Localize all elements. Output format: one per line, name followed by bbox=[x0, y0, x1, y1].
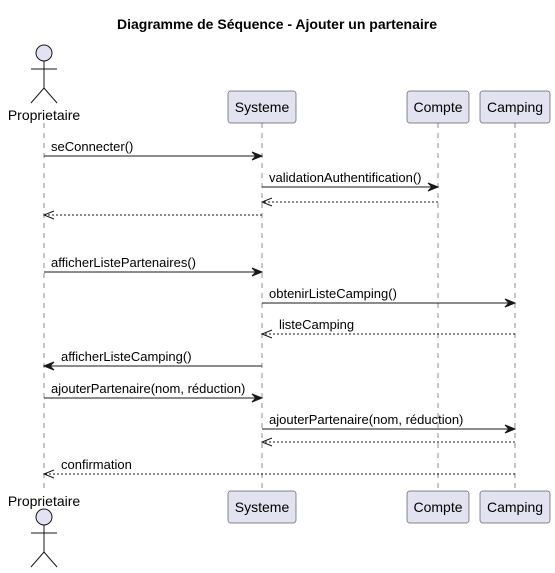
message-9: ajouterPartenaire(nom, réduction) bbox=[44, 381, 264, 403]
message-10: ajouterPartenaire(nom, réduction) bbox=[262, 412, 517, 434]
arrowhead-icon bbox=[251, 393, 264, 403]
message-7: listeCamping bbox=[260, 317, 515, 339]
actor-top-icon bbox=[30, 44, 58, 104]
participant-label: Compte bbox=[413, 499, 462, 515]
arrowhead-icon bbox=[42, 361, 55, 371]
message-2: validationAuthentification() bbox=[262, 170, 440, 192]
actor-bottom-icon bbox=[30, 508, 58, 568]
message-5: afficherListePartenaires() bbox=[44, 255, 264, 277]
open-arrowhead-icon bbox=[260, 437, 273, 447]
message-label: confirmation bbox=[61, 457, 132, 472]
participant-bottom-systeme: Systeme bbox=[227, 490, 297, 524]
open-arrowhead-icon bbox=[42, 469, 55, 479]
message-12: confirmation bbox=[42, 457, 515, 479]
message-3 bbox=[260, 197, 438, 207]
message-label: ajouterPartenaire(nom, réduction) bbox=[51, 381, 245, 396]
participant-label: Camping bbox=[487, 99, 543, 115]
message-label: validationAuthentification() bbox=[269, 170, 421, 185]
messages: seConnecter() validationAuthentification(… bbox=[42, 139, 517, 479]
participant-top-camping: Camping bbox=[479, 90, 551, 124]
participant-label: Proprietaire bbox=[8, 493, 81, 509]
participant-top-compte: Compte bbox=[406, 90, 470, 124]
participant-top-systeme: Systeme bbox=[227, 90, 297, 124]
open-arrowhead-icon bbox=[260, 329, 273, 339]
participant-bottom-compte: Compte bbox=[406, 490, 470, 524]
arrowhead-icon bbox=[251, 151, 264, 161]
arrowhead-icon bbox=[504, 424, 517, 434]
message-8: afficherListeCamping() bbox=[42, 349, 262, 371]
message-label: seConnecter() bbox=[51, 139, 133, 154]
arrowhead-icon bbox=[427, 182, 440, 192]
participant-label: Proprietaire bbox=[8, 107, 81, 123]
diagram-title: Diagramme de Séquence - Ajouter un parte… bbox=[117, 16, 437, 32]
message-11 bbox=[260, 437, 515, 447]
arrowhead-icon bbox=[504, 298, 517, 308]
message-1: seConnecter() bbox=[44, 139, 264, 161]
participants-top: Proprietaire Systeme Compte Camping bbox=[8, 44, 551, 124]
message-label: listeCamping bbox=[279, 317, 354, 332]
participant-label: Systeme bbox=[235, 99, 290, 115]
participant-bottom-proprietaire: Proprietaire bbox=[8, 493, 81, 568]
arrowhead-icon bbox=[251, 267, 264, 277]
message-label: obtenirListeCamping() bbox=[269, 286, 397, 301]
message-label: afficherListeCamping() bbox=[61, 349, 192, 364]
participant-label: Camping bbox=[487, 499, 543, 515]
participants-bottom: Proprietaire Systeme Compte Camping bbox=[8, 490, 551, 568]
participant-bottom-camping: Camping bbox=[479, 490, 551, 524]
message-label: ajouterPartenaire(nom, réduction) bbox=[269, 412, 463, 427]
participant-top-proprietaire: Proprietaire bbox=[8, 44, 81, 123]
open-arrowhead-icon bbox=[260, 197, 273, 207]
participant-label: Compte bbox=[413, 99, 462, 115]
lifelines bbox=[43, 123, 516, 491]
open-arrowhead-icon bbox=[42, 210, 55, 220]
message-label: afficherListePartenaires() bbox=[51, 255, 196, 270]
message-4 bbox=[42, 210, 262, 220]
participant-label: Systeme bbox=[235, 499, 290, 515]
message-6: obtenirListeCamping() bbox=[262, 286, 517, 308]
